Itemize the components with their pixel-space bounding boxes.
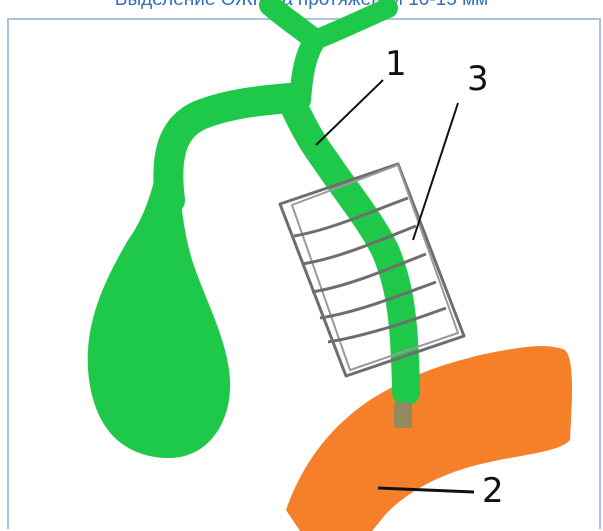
hepatic-duct-right — [315, 8, 388, 40]
papilla-spot — [394, 402, 412, 428]
leader-line-3 — [413, 103, 458, 240]
label-bile-duct: 1 — [385, 44, 407, 84]
common-bile-duct — [290, 98, 406, 392]
duodenum-shape — [286, 346, 572, 531]
label-duodenum: 2 — [482, 471, 504, 511]
label-segment: 3 — [467, 59, 489, 99]
cystic-duct — [168, 98, 290, 200]
leader-line-1 — [316, 80, 383, 145]
segment-grid — [280, 164, 464, 376]
